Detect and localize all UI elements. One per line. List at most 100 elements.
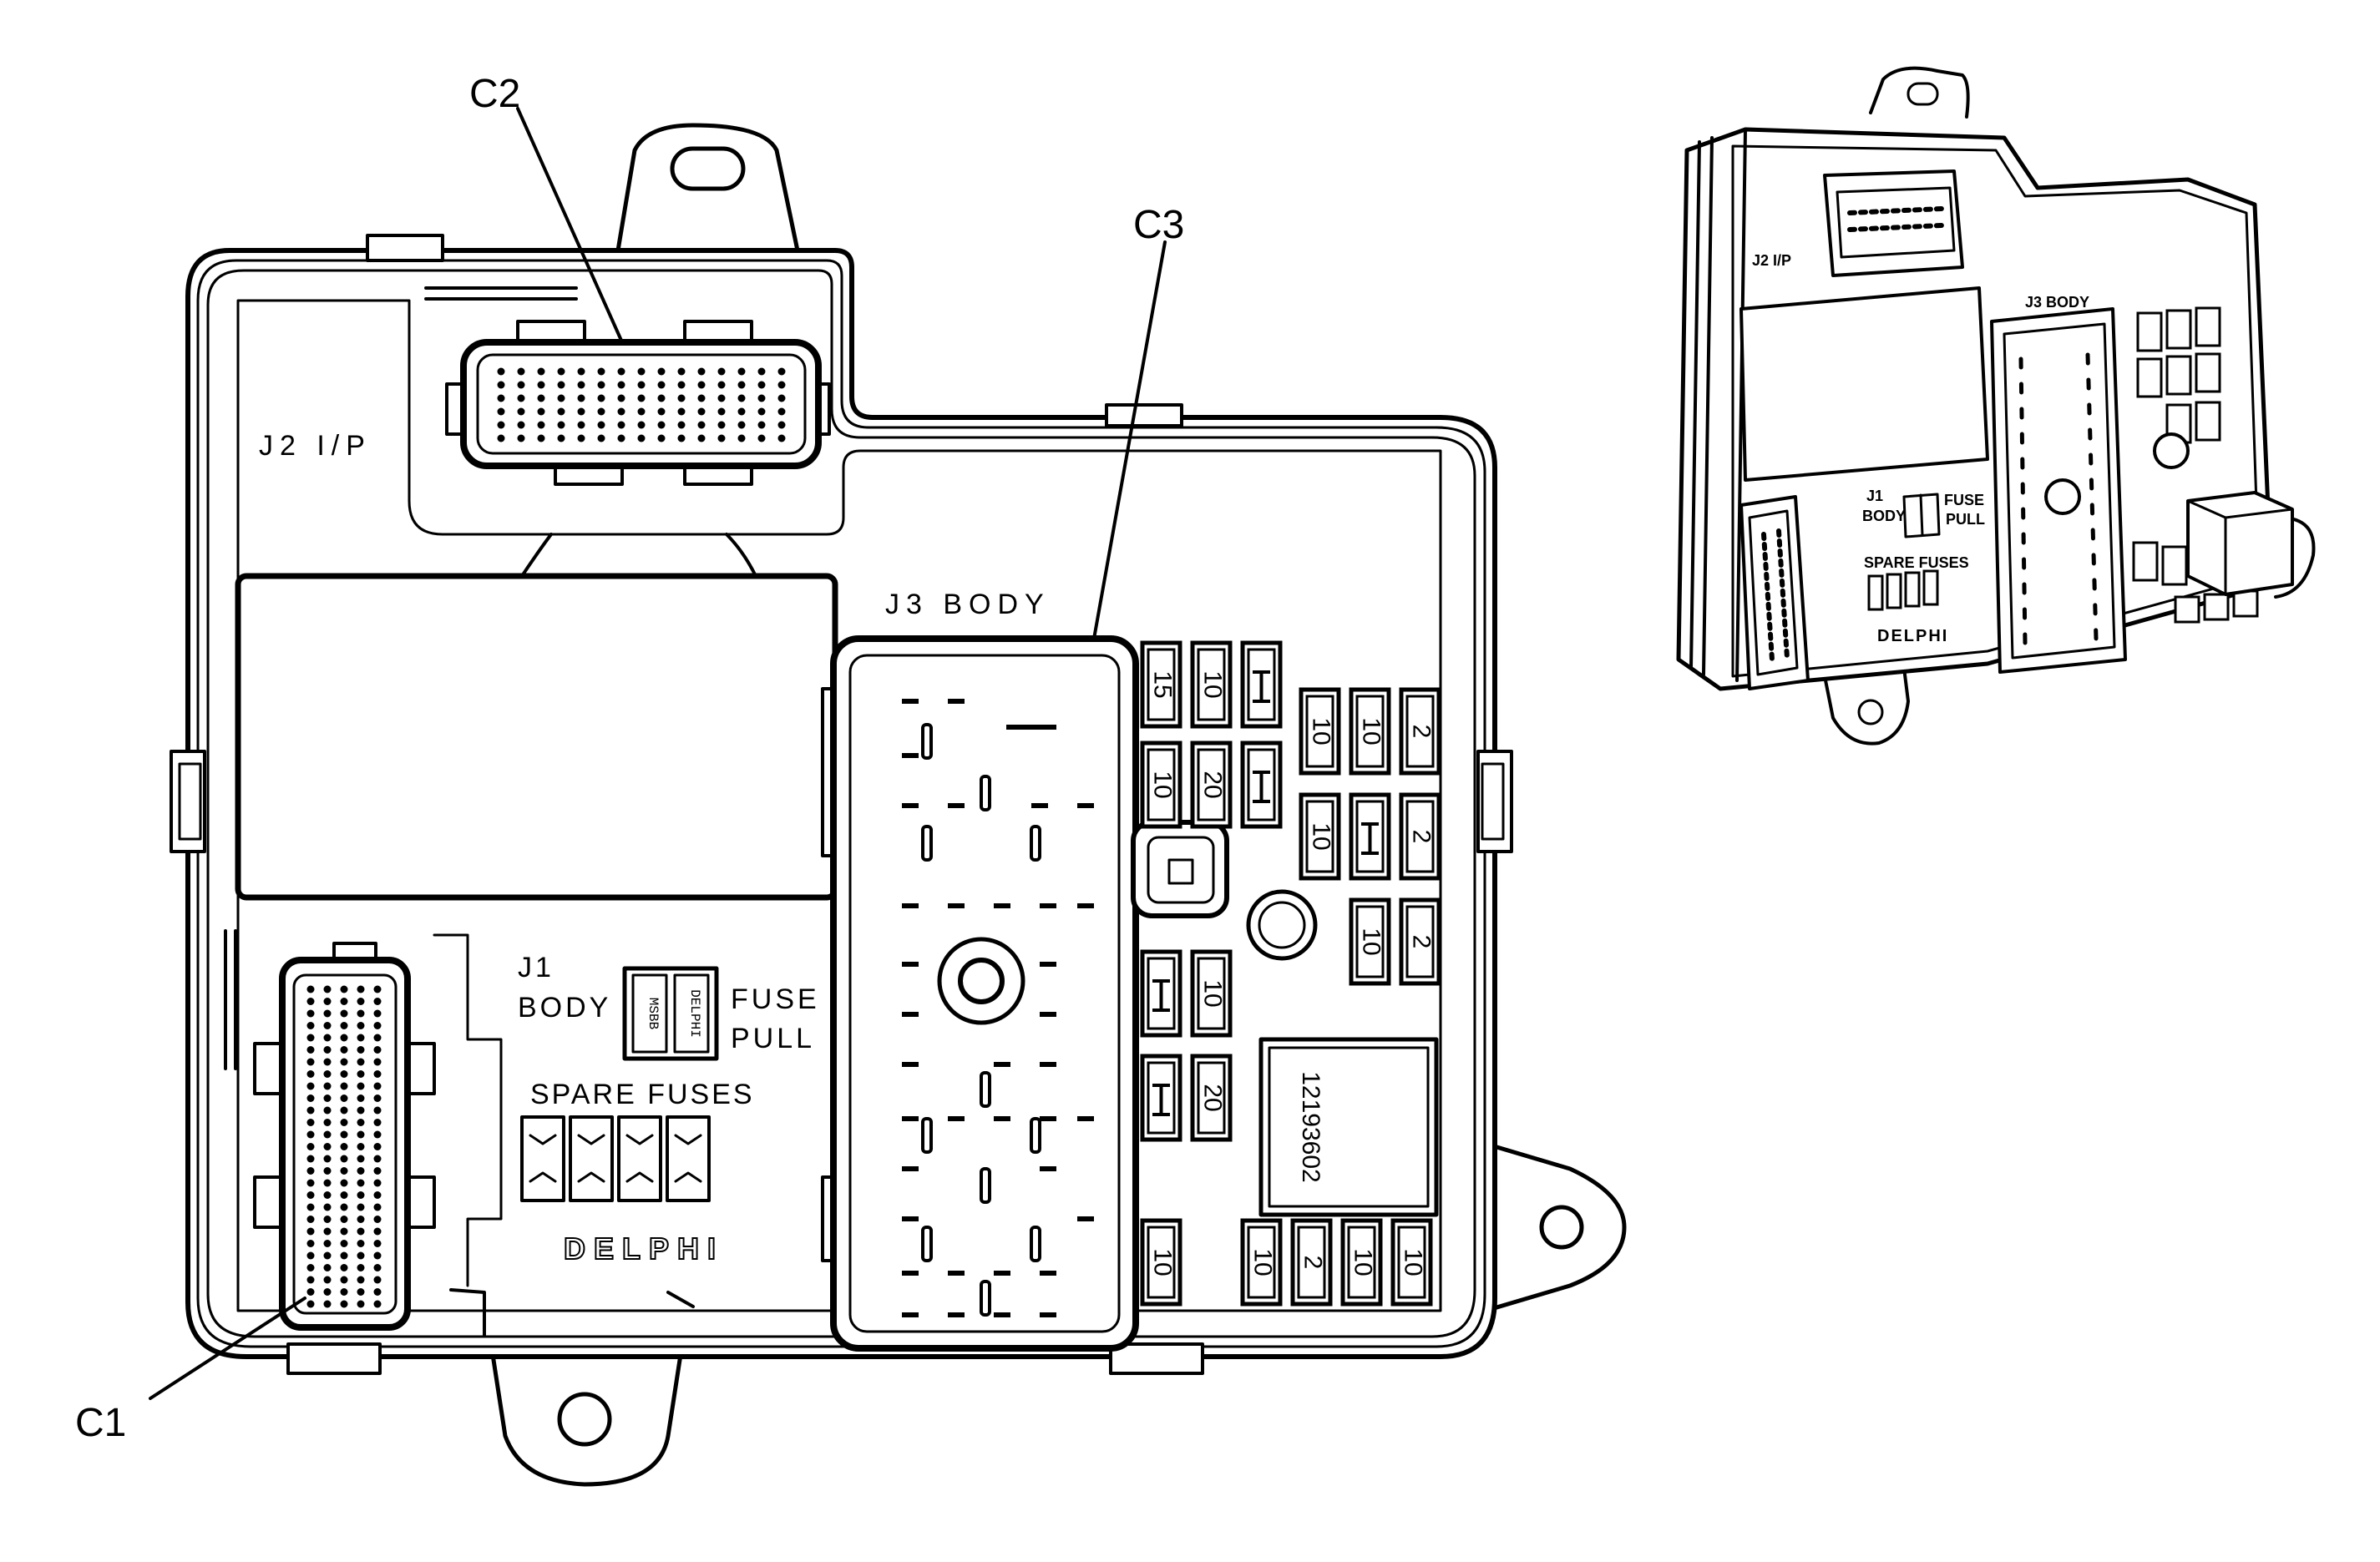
c2-pin (537, 407, 545, 416)
c1-pin (373, 1251, 382, 1260)
c2-pin (777, 434, 786, 442)
mini-fuse-body (1197, 648, 1226, 721)
c1-pin (373, 998, 382, 1005)
mini-fuse-body (1247, 648, 1276, 721)
c2-pin (517, 421, 525, 429)
c1-pin (373, 1082, 382, 1090)
c2-pin (617, 394, 625, 402)
c1-pin (357, 985, 365, 993)
c1-pin (373, 1288, 382, 1296)
c1-pin (340, 1082, 348, 1090)
c2-pin (557, 434, 565, 442)
c1-pin (323, 1106, 332, 1115)
inset-delphi-logo: DELPHI (1877, 627, 1948, 645)
inset-fuse-array (2132, 306, 2259, 624)
c1-pin (323, 985, 332, 993)
inset-relay (2186, 491, 2294, 596)
fuse-puller: MSBB DELPHI (622, 966, 719, 1061)
empty-fuse-cavity (1253, 670, 1270, 703)
spare-fuse-slots (520, 1115, 711, 1202)
c2-pin (577, 407, 585, 416)
c2-pin (757, 421, 766, 429)
c1-pin (306, 1022, 315, 1029)
c2-pin (577, 421, 585, 429)
c1-pin (306, 1251, 315, 1260)
c3-cavity (902, 803, 919, 808)
c2-pin (597, 367, 605, 376)
housing-mid-edge (196, 259, 1486, 1348)
c1-pin (373, 1143, 382, 1150)
mini-fuse-body (1147, 1061, 1176, 1135)
c1-pin (340, 1288, 348, 1296)
inset-j1-connector (1739, 495, 1810, 690)
c3-cavity (948, 1116, 965, 1121)
c2-pin (677, 421, 686, 429)
c1-pin (323, 998, 332, 1005)
c3-cavity (994, 1271, 1010, 1276)
c1-pin (357, 1240, 365, 1247)
c1-pin (306, 1119, 315, 1126)
c3-cavity (948, 803, 965, 808)
bottom-ear-guide (449, 1288, 695, 1337)
fuse-rating: 10 (1358, 928, 1385, 955)
c3-cavity (902, 1062, 919, 1067)
c1-pin (340, 1155, 348, 1163)
c3-cavity (1077, 1116, 1094, 1121)
c1-pin (340, 1251, 348, 1260)
center-stud (1131, 820, 1318, 961)
c3-cavity (1040, 1012, 1056, 1017)
c3-cavity (902, 1166, 919, 1171)
c3-center-bolt-inner (958, 958, 1005, 1004)
c1-pin (357, 1251, 365, 1260)
mini-fuse-body (1197, 1061, 1226, 1135)
housing-inner-edge (206, 269, 1476, 1338)
c3-connector (821, 635, 1139, 1352)
c2-pin (717, 421, 726, 429)
c2-pin (777, 421, 786, 429)
c1-pin (306, 1179, 315, 1187)
relay-part-number: 12193602 (1297, 1071, 1324, 1182)
c2-pin (637, 394, 646, 402)
c2-pin (777, 394, 786, 402)
c2-pin (697, 381, 706, 389)
c3-cavity (1040, 1271, 1056, 1276)
c2-pin (537, 434, 545, 442)
c1-pin (357, 1046, 365, 1054)
mini-fuse-body (1305, 695, 1334, 768)
right-ear-hole (1539, 1205, 1584, 1250)
spare-fuses-label: SPARE FUSES (530, 1079, 755, 1110)
c3-cavity (902, 1012, 919, 1017)
c2-pin (697, 407, 706, 416)
c1-pin (323, 1130, 332, 1139)
c2-pin (737, 381, 746, 389)
c2-pin (657, 434, 666, 442)
c1-pin (340, 1240, 348, 1247)
c1-pin (373, 1070, 382, 1078)
fuse-rating: 2 (1299, 1256, 1327, 1270)
c1-pin (323, 1240, 332, 1247)
c1-pin (357, 1155, 365, 1163)
c1-pin (357, 1179, 365, 1187)
fuse-pull-line2: PULL (731, 1023, 815, 1054)
c1-pin (373, 1227, 382, 1236)
c1-pin (357, 1300, 365, 1308)
c3-terminal (921, 1117, 933, 1154)
c2-pin (697, 394, 706, 402)
j1-area-outline (433, 933, 503, 1287)
c1-pin (340, 1009, 348, 1018)
c1-pin (340, 1034, 348, 1042)
c2-pin (717, 367, 726, 376)
c1-pin (323, 1264, 332, 1271)
empty-fuse-cavity (1253, 771, 1270, 803)
c1-pin (357, 1276, 365, 1284)
empty-fuse-cavity (1152, 979, 1170, 1012)
c1-pin (373, 1240, 382, 1247)
c2-pin (497, 381, 505, 389)
c2-pin (537, 394, 545, 402)
c3-cavity (902, 1312, 919, 1317)
fuse-rating: 2 (1408, 725, 1436, 739)
inset-housing-rim (1731, 144, 2261, 678)
c3-terminal (980, 1280, 991, 1317)
